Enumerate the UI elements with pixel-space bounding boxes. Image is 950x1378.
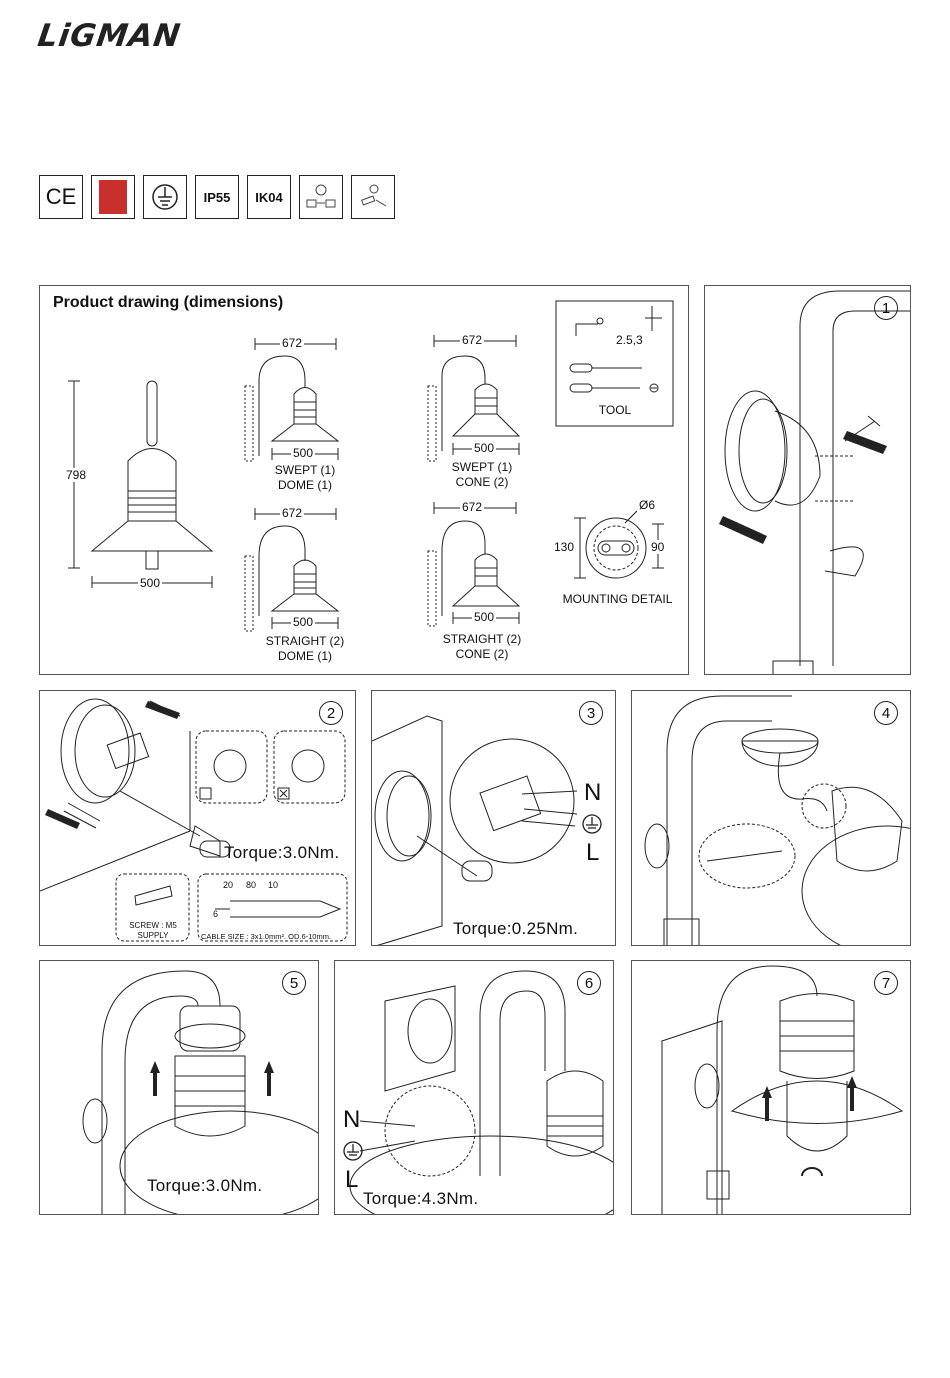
brand-logo: LiGMAN [35,18,228,54]
mounting-diameter-label: Ø6 [637,498,658,512]
step-2-cable-size: CABLE SIZE : 3x1.0mm². OD.6-10mm. [201,932,332,941]
ip-rating-icon: IP55 [195,175,239,219]
step-3-number: 3 [579,701,603,725]
brand-name: LiGMAN [35,18,184,54]
step-3-torque: Torque:0.25Nm. [453,919,579,938]
variant2-arm-label: 672 [460,333,485,347]
variant2-shade-label: 500 [472,441,497,455]
step-6-illustration [343,970,613,1214]
main-height-label: 798 [64,468,89,482]
variant1-caption: SWEPT (1)DOME (1) [255,463,355,493]
cert-label-ip: IP55 [203,189,231,205]
step-2-screw-line1: SCREW : M5 [129,921,177,930]
step-6-panel: 6 N L Torque:4.3Nm. [334,960,614,1215]
mounting-height-label: 130 [552,540,577,554]
cert-label-ce: CE [45,184,77,209]
variant4-caption: STRAIGHT (2)CONE (2) [432,632,532,662]
step-4-panel: 4 [631,690,911,946]
variant4-arm-label: 672 [460,500,485,514]
step-3-panel: 3 N L Torque:0.25Nm. [371,690,616,946]
step-2-cable-dim-10: 10 [268,880,279,890]
step-3-wire-l: L [586,839,600,866]
step-5-panel: 5 Torque:3.0Nm. [39,960,319,1215]
step-6-wire-n: N [343,1106,361,1133]
tool-label: TOOL [598,403,632,417]
mounting-width-label: 90 [649,540,667,554]
step-2-torque: Torque:3.0Nm. [224,843,340,862]
step-5-torque: Torque:3.0Nm. [147,1176,263,1195]
variant2-line2: CONE (2) [455,475,509,489]
step-7-number: 7 [874,971,898,995]
variant2-line1: SWEPT (1) [451,460,513,474]
voltage-diagram-icon [299,175,343,219]
step-3-illustration [372,715,602,945]
safety-seal-icon [91,175,135,219]
ce-mark-icon: CE [39,175,83,219]
main-width-label: 500 [138,576,163,590]
variant1-line2: DOME (1) [278,478,332,492]
variant4-line1: STRAIGHT (2) [442,632,522,646]
variant3-arm-label: 672 [280,506,305,520]
step-6-wire-l: L [345,1166,359,1193]
step-7-panel: 7 [631,960,911,1215]
variant3-shade-label: 500 [291,615,316,629]
step-2-cable-dim-20: 20 [223,880,234,890]
drawing-title: Product drawing (dimensions) [53,294,284,311]
variant1-line1: SWEPT (1) [274,463,336,477]
step-3-wire-n: N [584,779,602,806]
step-1-number: 1 [874,296,898,320]
step-2-cable-dim-80: 80 [246,880,257,890]
earth-ground-icon [143,175,187,219]
certification-row: CE IP55 IK04 [39,175,395,221]
step-1-panel: 1 [704,285,911,675]
wiring-diagram-icon [351,175,395,219]
step-1-illustration [719,290,910,674]
cert-label-ik: IK04 [255,189,283,205]
step-7-illustration [661,965,904,1214]
variant1-shade-label: 500 [291,446,316,460]
step-2-screw-line2: SUPPLY [137,931,169,940]
step-4-illustration [644,695,910,945]
variant2-caption: SWEPT (1)CONE (2) [432,460,532,490]
tool-size-label: 2.5,3 [614,333,645,347]
step-5-number: 5 [282,971,306,995]
product-drawing-panel: Product drawing (dimensions) [39,285,689,675]
ik-rating-icon: IK04 [247,175,291,219]
step-2-number: 2 [319,701,343,725]
variant1-arm-label: 672 [280,336,305,350]
variant4-shade-label: 500 [472,610,497,624]
variant3-caption: STRAIGHT (2)DOME (1) [255,634,355,664]
dimension-drawing [68,300,674,632]
variant3-line1: STRAIGHT (2) [265,634,345,648]
variant4-line2: CONE (2) [455,647,509,661]
step-6-number: 6 [577,971,601,995]
variant3-line2: DOME (1) [278,649,332,663]
step-6-torque: Torque:4.3Nm. [363,1189,479,1208]
step-2-cable-dim-6: 6 [213,909,219,919]
step-2-illustration [40,698,348,942]
step-4-number: 4 [874,701,898,725]
step-5-illustration [82,970,318,1214]
mounting-label: MOUNTING DETAIL [562,592,673,606]
